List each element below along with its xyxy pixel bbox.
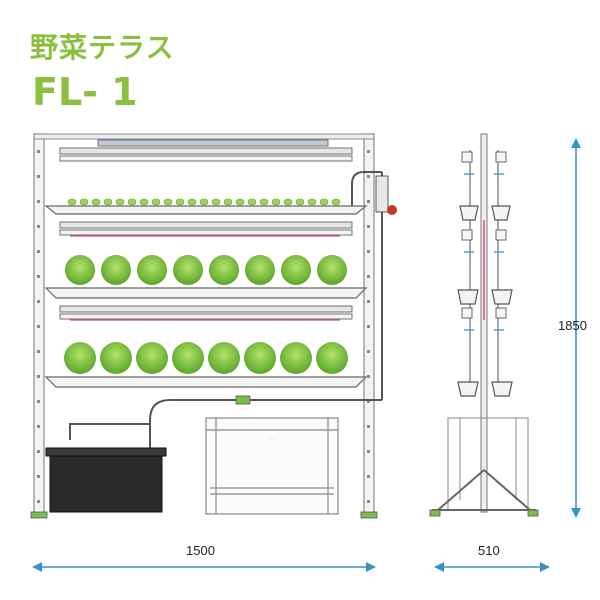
dimension-width-arrow <box>32 562 376 572</box>
middle-light-bar-2 <box>59 305 353 321</box>
valve-handle <box>387 205 397 215</box>
side-cart: ····· <box>205 417 339 515</box>
lettuce-row-2 <box>64 342 348 374</box>
depth-dimension-label: 510 <box>478 543 500 558</box>
pipe-fitting <box>235 395 251 405</box>
shelf-1 <box>44 198 368 215</box>
side-view <box>429 133 539 517</box>
dimension-depth-arrow <box>434 562 550 572</box>
side-base <box>432 469 536 511</box>
side-pots <box>457 205 513 397</box>
model-number: FL- 1 <box>32 70 138 114</box>
reservoir-tank <box>45 447 167 513</box>
middle-light-bar-1 <box>59 221 353 237</box>
svg-text:·····: ····· <box>268 436 277 442</box>
shelf-2 <box>44 255 368 299</box>
height-dimension-label: 1850 <box>558 318 587 333</box>
top-light-bar <box>59 139 353 162</box>
lettuce-row-1 <box>65 255 347 285</box>
width-dimension-label: 1500 <box>186 543 215 558</box>
product-name-jp: 野菜テラス <box>30 31 175 64</box>
foot <box>360 511 378 519</box>
central-pole <box>480 133 488 513</box>
shelf-3 <box>44 342 368 388</box>
foot <box>30 511 48 519</box>
front-view: ····· <box>30 133 397 519</box>
dimension-height-arrow <box>571 138 581 518</box>
seedlings <box>67 198 341 206</box>
pump-housing <box>375 175 389 213</box>
